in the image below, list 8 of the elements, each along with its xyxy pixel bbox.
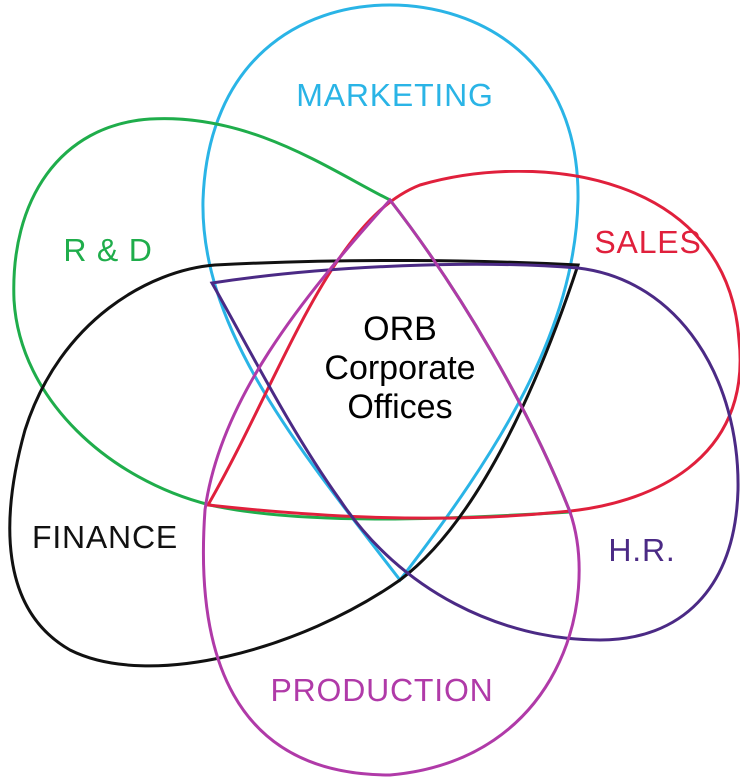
petal-label: FINANCE (32, 521, 178, 553)
petal-label: SALES (594, 226, 702, 258)
petal-label: PRODUCTION (270, 674, 494, 706)
petal-label: H.R. (608, 534, 676, 566)
center-label: ORB Corporate Offices (323, 310, 477, 428)
petal-shape (205, 170, 740, 522)
petal-label: MARKETING (296, 79, 494, 111)
petal-label: R & D (63, 234, 153, 266)
